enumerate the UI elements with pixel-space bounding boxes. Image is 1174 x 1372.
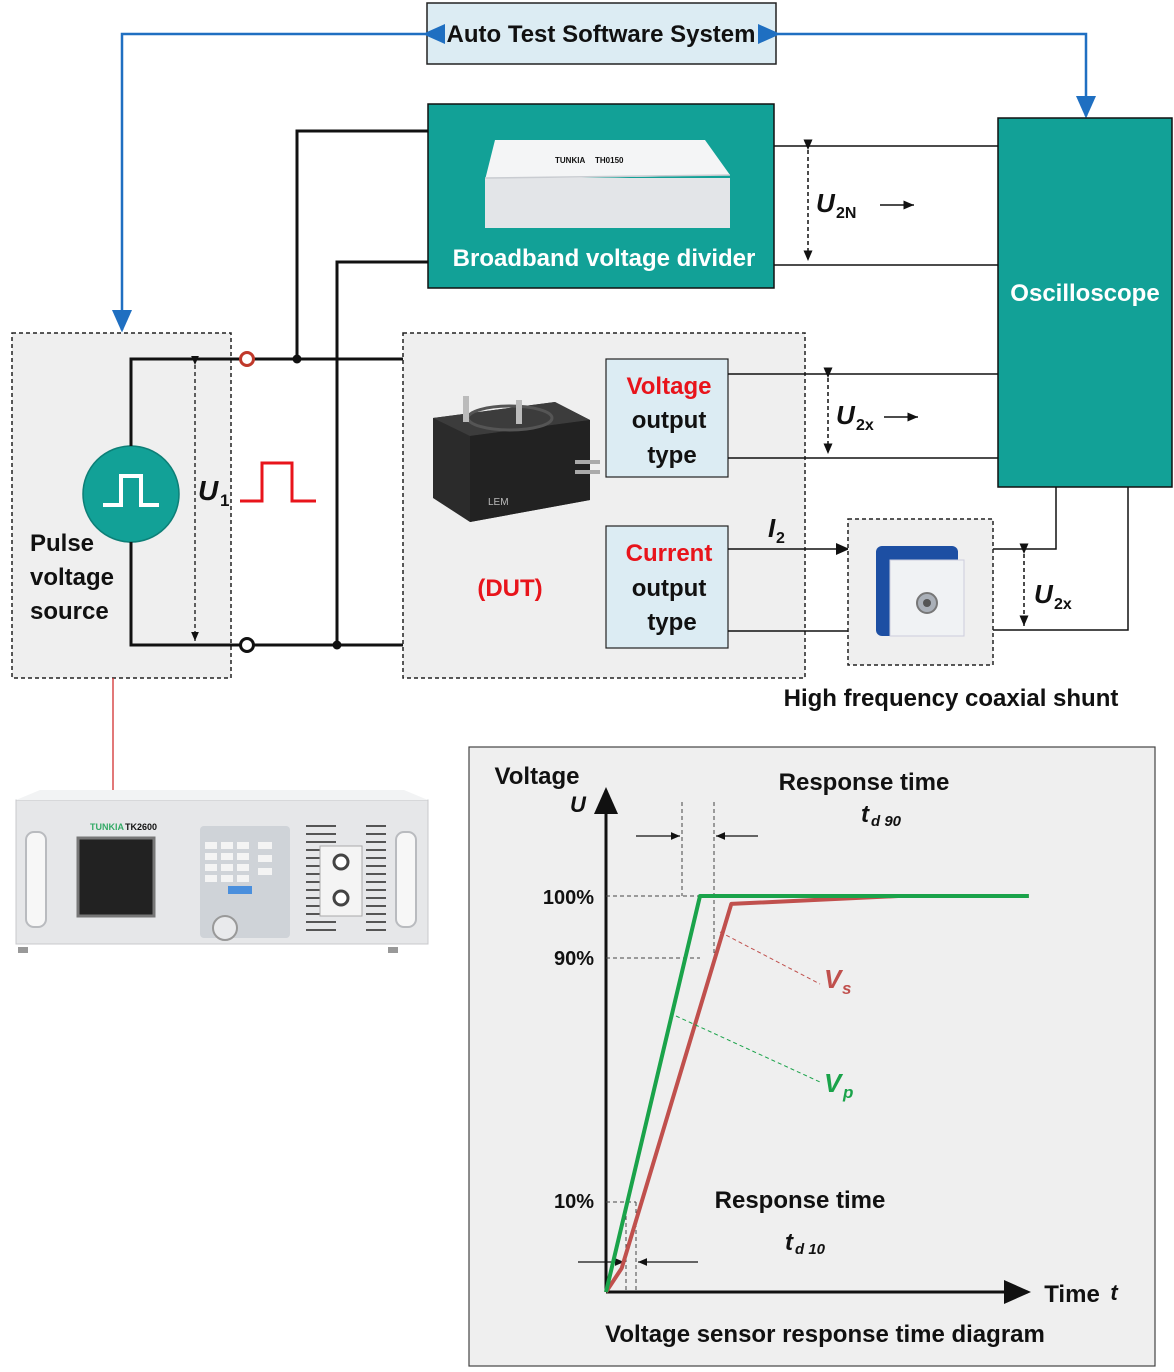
dut-u2x-label: U	[836, 400, 856, 430]
pulse-source-symbol	[82, 445, 180, 543]
vs-leader	[719, 931, 821, 985]
shunt-panel	[847, 518, 994, 666]
current-output-box	[605, 525, 729, 649]
oscilloscope-box: Oscilloscope	[997, 117, 1173, 488]
chart-title: Voltage sensor response time diagram	[605, 1321, 1045, 1348]
current-output-line3: type	[647, 609, 696, 636]
response10-label: Response time	[715, 1187, 886, 1214]
u1-label: U	[198, 475, 219, 506]
u1-sub: 1	[220, 491, 229, 510]
i2-sub: 2	[776, 530, 785, 547]
response10-sub: d 10	[795, 1241, 826, 1258]
software-label: Auto Test Software System	[447, 21, 756, 48]
oscilloscope-label: Oscilloscope	[1010, 280, 1159, 307]
instrument-model: TK2600	[125, 822, 157, 832]
dut-panel: LEM (DUT) Voltage output type Current ou…	[402, 332, 806, 679]
terminal-negative	[239, 637, 255, 653]
pulse-waveform-icon	[240, 461, 316, 503]
vp-leader	[675, 1015, 821, 1083]
source-label-3: source	[30, 598, 109, 625]
y-axis-symbol: U	[570, 792, 587, 817]
dut-output-wiring	[728, 367, 1129, 632]
source-label-2: voltage	[30, 564, 114, 591]
divider-output-wiring	[774, 139, 998, 266]
svg-text:LEM: LEM	[488, 497, 509, 508]
divider-label: Broadband voltage divider	[453, 245, 756, 272]
u2n-label: U	[816, 188, 836, 218]
y-tick-100: 100%	[543, 887, 594, 909]
svg-text:TH0150: TH0150	[595, 156, 624, 165]
terminal-positive	[239, 351, 255, 367]
voltage-output-box	[605, 358, 729, 478]
software-links	[112, 24, 1096, 333]
response90-label: Response time	[779, 769, 950, 796]
y-tick-90: 90%	[554, 948, 594, 970]
x-axis-symbol: t	[1110, 1280, 1119, 1305]
current-output-line1: Current	[626, 540, 713, 567]
y-axis-label: Voltage	[495, 763, 580, 790]
instrument-brand: TUNKIA	[90, 822, 124, 832]
source-wiring	[129, 129, 428, 647]
svg-text:TUNKIA: TUNKIA	[555, 156, 585, 165]
software-box: Auto Test Software System	[426, 2, 777, 65]
shunt-u2x-sub: 2x	[1054, 596, 1072, 613]
instrument-image: TUNKIA TK2600	[15, 790, 429, 953]
y-tick-10: 10%	[554, 1191, 594, 1213]
vp-sub: p	[842, 1083, 853, 1102]
dut-u2x-sub: 2x	[856, 417, 874, 434]
current-output-line2: output	[632, 575, 707, 602]
dut-device-image: LEM	[433, 396, 600, 522]
series-line-vp	[604, 894, 1029, 1293]
voltage-output-line1: Voltage	[627, 373, 712, 400]
response90-symbol: t	[861, 801, 870, 828]
vp-label: V	[824, 1068, 844, 1098]
shunt-u2x-label: U	[1034, 579, 1054, 609]
vs-sub: s	[842, 979, 851, 998]
voltage-output-line3: type	[647, 442, 696, 469]
response-chart: Voltage U Time t 100% 90% 10%	[468, 746, 1156, 1367]
divider-device-image: TUNKIA TH0150	[484, 140, 731, 228]
shunt-label: High frequency coaxial shunt	[784, 685, 1119, 712]
response10-symbol: t	[785, 1229, 794, 1256]
voltage-output-line2: output	[632, 407, 707, 434]
x-axis-label: Time	[1044, 1281, 1100, 1308]
shunt-device-image	[876, 546, 965, 637]
dut-label: (DUT)	[477, 575, 542, 602]
pulse-icon	[103, 474, 159, 507]
chart-panel	[468, 746, 1156, 1367]
vs-label: V	[824, 964, 844, 994]
u2n-sub: 2N	[836, 205, 856, 222]
divider-box: TUNKIA TH0150 Broadband voltage divider	[427, 103, 775, 289]
response90-sub: d 90	[871, 813, 902, 830]
source-label-1: Pulse	[30, 530, 94, 557]
u1-measure: U 1	[191, 355, 316, 641]
i2-label: I	[768, 513, 776, 543]
